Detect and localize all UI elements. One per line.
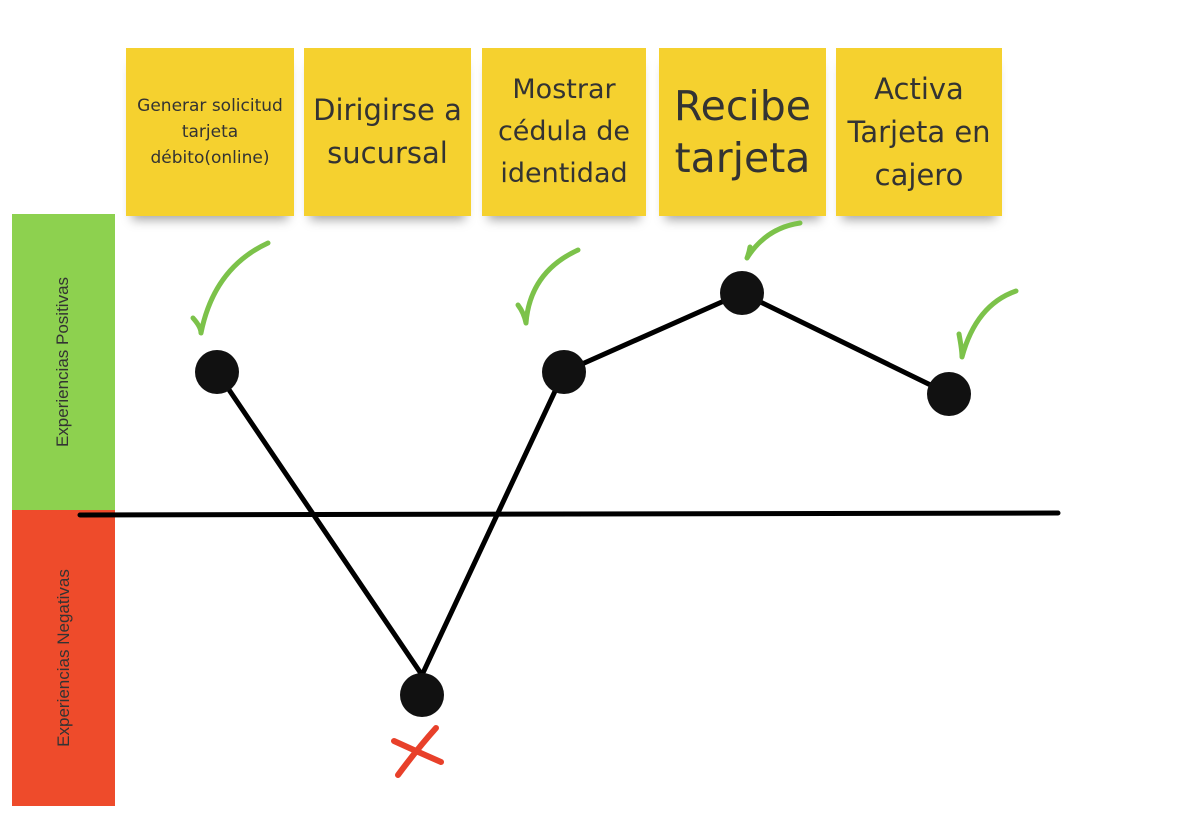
sticky-note-step-5: Activa Tarjeta en cajero xyxy=(836,48,1002,216)
journey-path xyxy=(214,290,952,678)
check-icon xyxy=(515,247,581,326)
step-2-label: Dirigirse a sucursal xyxy=(313,93,462,170)
check-icon xyxy=(956,288,1019,360)
positive-experiences-band: Experiencias Positivas xyxy=(12,214,115,510)
journey-point-step-5 xyxy=(927,372,971,416)
step-3-label: Mostrar cédula de identidad xyxy=(497,74,631,189)
sticky-note-step-1: Generar solicitud tarjeta débito(online) xyxy=(126,48,294,216)
journey-point-step-3 xyxy=(542,350,586,394)
step-4-label: Recibe tarjeta xyxy=(673,82,812,182)
neutral-axis-line xyxy=(77,510,1061,518)
step-1-label: Generar solicitud tarjeta débito(online) xyxy=(137,96,283,168)
cross-icon xyxy=(391,725,444,778)
negative-experiences-band: Experiencias Negativas xyxy=(12,510,115,806)
check-icon xyxy=(190,240,271,336)
sticky-note-step-2: Dirigirse a sucursal xyxy=(304,48,471,216)
journey-point-step-1 xyxy=(195,350,239,394)
journey-point-step-4 xyxy=(720,271,764,315)
check-icon xyxy=(744,220,803,261)
step-5-label: Activa Tarjeta en cajero xyxy=(847,71,991,192)
sticky-note-step-3: Mostrar cédula de identidad xyxy=(482,48,646,216)
sticky-note-step-4: Recibe tarjeta xyxy=(659,48,826,216)
journey-point-step-2 xyxy=(400,673,444,717)
